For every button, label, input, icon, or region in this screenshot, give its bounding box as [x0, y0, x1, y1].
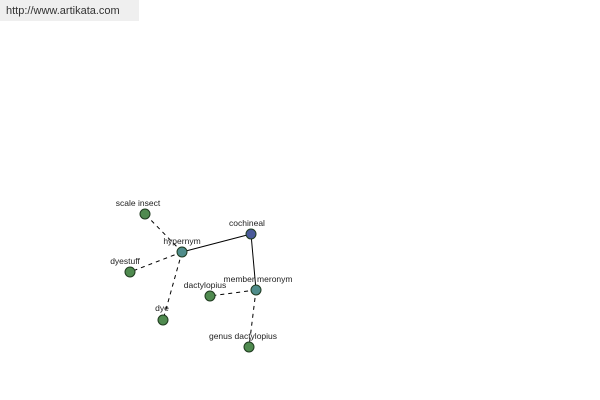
site-url-link[interactable]: http://www.artikata.com: [6, 5, 120, 17]
edge-hypernym-to-scale-insect: [144, 213, 183, 253]
graph-nodes: [124, 208, 262, 353]
edge-hypernym-to-dyestuff: [129, 251, 183, 273]
node-dyestuff[interactable]: [124, 266, 136, 278]
edge-member-meronym-to-dactylopius: [209, 289, 257, 297]
edge-member-meronym-to-genus-dactylopius: [248, 289, 257, 348]
node-cochineal[interactable]: [245, 228, 257, 240]
node-label-dye[interactable]: dye: [155, 303, 169, 313]
node-dye[interactable]: [157, 314, 169, 326]
edge-cochineal-to-member-meronym: [250, 233, 257, 291]
node-label-cochineal[interactable]: cochineal: [229, 218, 265, 228]
node-label-genus-dactylopius[interactable]: genus dactylopius: [209, 331, 277, 341]
node-hypernym[interactable]: [176, 246, 188, 258]
graph-edges: [129, 213, 257, 348]
node-label-member-meronym[interactable]: member meronym: [224, 274, 293, 284]
url-bar: http://www.artikata.com: [0, 0, 139, 21]
edge-cochineal-to-hypernym: [181, 233, 252, 253]
node-scale-insect[interactable]: [139, 208, 151, 220]
node-label-scale-insect[interactable]: scale insect: [116, 198, 161, 208]
node-member-meronym[interactable]: [250, 284, 262, 296]
node-dactylopius[interactable]: [204, 290, 216, 302]
graph-labels: cochineal hypernym member meronym scale ins…: [110, 198, 292, 341]
node-genus-dactylopius[interactable]: [243, 341, 255, 353]
node-label-hypernym[interactable]: hypernym: [163, 236, 200, 246]
edge-hypernym-to-dye: [162, 251, 183, 321]
node-label-dactylopius[interactable]: dactylopius: [184, 280, 227, 290]
node-label-dyestuff[interactable]: dyestuff: [110, 256, 140, 266]
